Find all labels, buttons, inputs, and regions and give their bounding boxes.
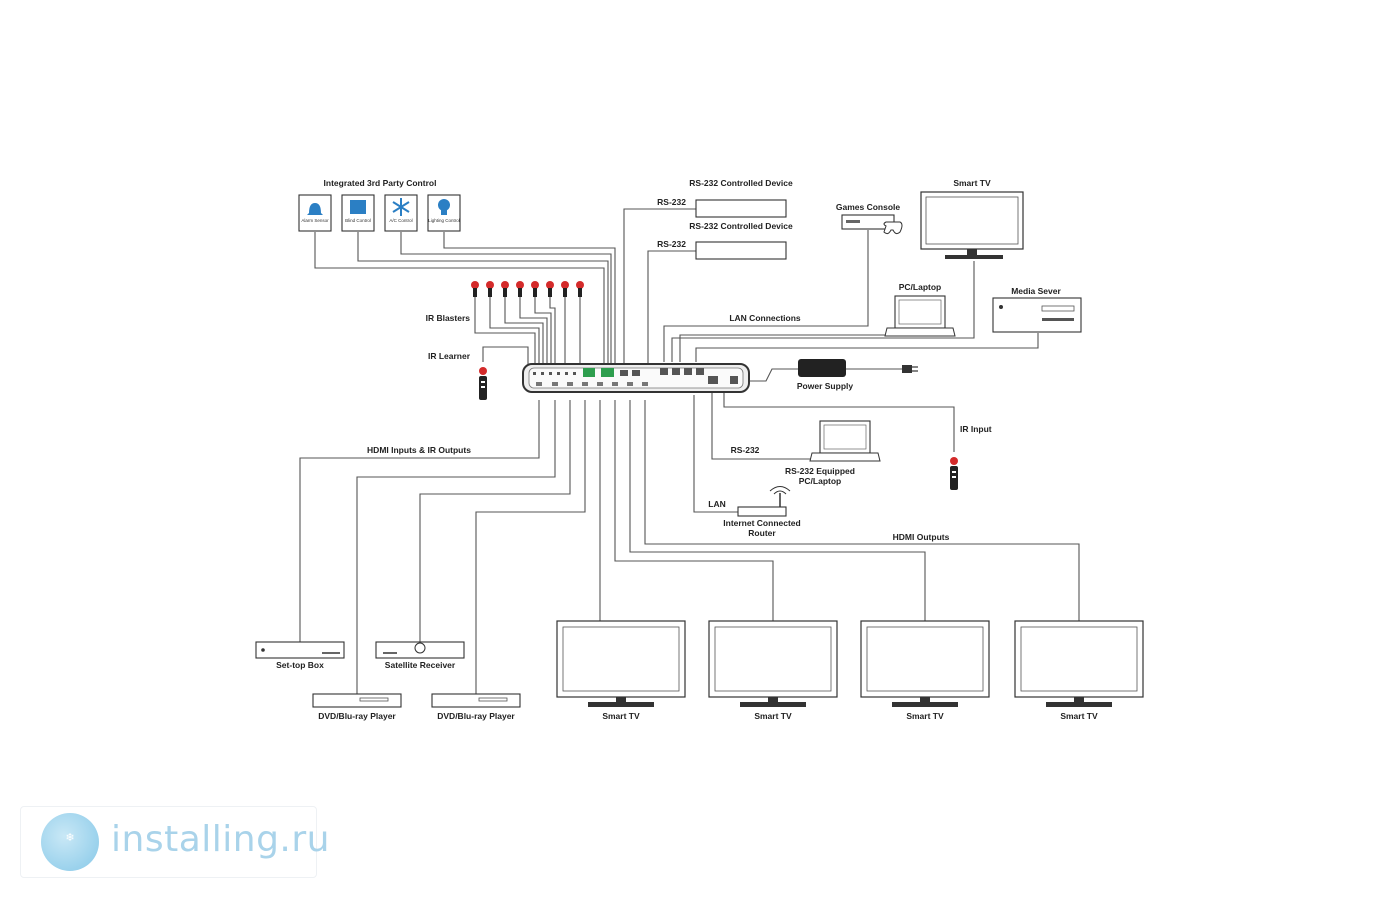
smart-tv-2	[708, 620, 838, 707]
snowflake-logo-icon: ❄	[41, 813, 99, 871]
dvd-player-1	[312, 693, 402, 708]
third-party-label: Integrated 3rd Party Control	[324, 178, 437, 188]
hdmi-inputs-label: HDMI Inputs & IR Outputs	[367, 445, 471, 455]
lighting-control-device: Lighting Control	[427, 194, 461, 232]
blind-icon	[350, 200, 366, 214]
ir-input-label: IR Input	[960, 424, 992, 434]
lan-connections-label: LAN Connections	[729, 313, 801, 323]
rs232-label-b: RS-232	[657, 239, 686, 249]
satellite-receiver-label: Satellite Receiver	[385, 660, 456, 670]
tv1-label: Smart TV	[602, 711, 640, 721]
media-server	[992, 297, 1082, 333]
wifi-icon	[773, 490, 787, 495]
tv3-label: Smart TV	[906, 711, 944, 721]
connection-wires	[299, 208, 1080, 694]
pc-laptop	[884, 295, 956, 337]
hdmi-outputs-label: HDMI Outputs	[893, 532, 950, 542]
lighting-label: Lighting Control	[428, 218, 460, 223]
ir-input-remote	[950, 457, 958, 490]
rs232-laptop	[809, 420, 881, 462]
smart-tv-top	[920, 191, 1024, 259]
watermark-text: installing.ru	[111, 819, 330, 860]
watermark: ❄ installing.ru	[20, 806, 329, 878]
satellite-receiver	[375, 641, 465, 659]
router	[737, 486, 791, 517]
ir-learner-remote	[479, 367, 487, 400]
router-label-2: Router	[748, 528, 776, 538]
rs232-label-c: RS-232	[731, 445, 760, 455]
router-label-1: Internet Connected	[723, 518, 800, 528]
ir-blasters-label: IR Blasters	[426, 313, 471, 323]
blind-label: Blind Control	[345, 218, 371, 223]
set-top-box-label: Set-top Box	[276, 660, 324, 670]
terminal-block-right	[601, 368, 614, 377]
set-top-box	[255, 641, 345, 659]
smart-tv-1	[556, 620, 686, 707]
gamepad-icon	[883, 221, 903, 235]
dvd1-label: DVD/Blu-ray Player	[318, 711, 396, 721]
dvd2-label: DVD/Blu-ray Player	[437, 711, 515, 721]
tv2-label: Smart TV	[754, 711, 792, 721]
matrix-switcher	[522, 363, 750, 393]
rs232-pc-label-1: RS-232 Equipped	[785, 466, 855, 476]
games-console-label: Games Console	[836, 202, 901, 212]
snowflake-icon	[392, 198, 410, 216]
smart-tv-4	[1014, 620, 1144, 707]
rs232-device-2	[695, 241, 787, 260]
rs232-device2-label: RS-232 Controlled Device	[689, 221, 793, 231]
rs232-device1-label: RS-232 Controlled Device	[689, 178, 793, 188]
smart-tv-3	[860, 620, 990, 707]
ir-blasters	[471, 281, 584, 297]
rs232-pc-label-2: PC/Laptop	[799, 476, 842, 486]
alarm-sensor-device: Alarm Sensor	[298, 194, 332, 232]
ac-control-device: A/C Control	[384, 194, 418, 232]
games-console	[841, 214, 903, 235]
rs232-device-1	[695, 199, 787, 218]
lan-label: LAN	[708, 499, 725, 509]
bell-icon	[307, 203, 323, 215]
ac-label: A/C Control	[389, 218, 412, 223]
blind-control-device: Blind Control	[341, 194, 375, 232]
smart-tv-top-label: Smart TV	[953, 178, 991, 188]
dvd-player-2	[431, 693, 521, 708]
ir-learner-label: IR Learner	[428, 351, 471, 361]
lightbulb-icon	[438, 199, 450, 211]
alarm-label: Alarm Sensor	[301, 218, 329, 223]
rs232-label-a: RS-232	[657, 197, 686, 207]
power-supply	[798, 359, 918, 377]
power-supply-label: Power Supply	[797, 381, 853, 391]
tv4-label: Smart TV	[1060, 711, 1098, 721]
media-server-label: Media Sever	[1011, 286, 1061, 296]
pc-laptop-label: PC/Laptop	[899, 282, 942, 292]
terminal-block-left	[583, 368, 595, 377]
